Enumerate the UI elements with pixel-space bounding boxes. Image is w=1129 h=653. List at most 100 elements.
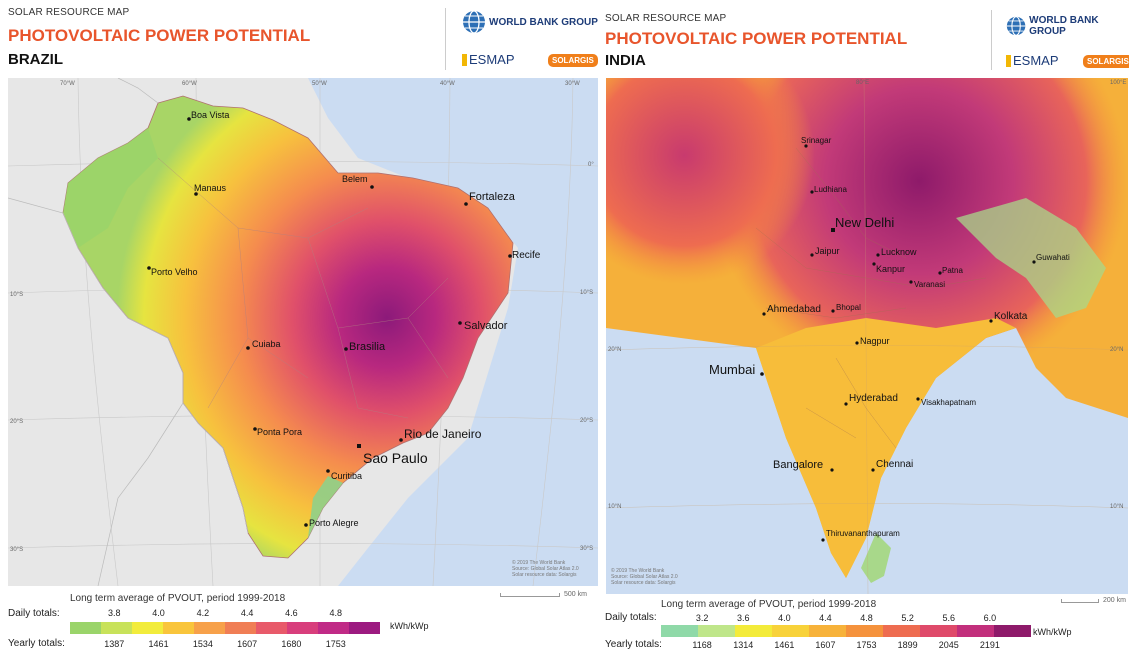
city-manaus: Manaus: [194, 183, 227, 193]
india-grid-20n-right: 20°N: [1110, 347, 1123, 353]
city-srinagar: Srinagar: [801, 136, 832, 145]
india-legend-color-9: [994, 625, 1031, 637]
city-ahmedabad: Ahmedabad: [767, 304, 821, 315]
brazil-grid-30s-left: 30°S: [10, 547, 23, 553]
india-legend-yearly-tick: 1899: [897, 640, 918, 650]
brazil-credit-2: Source: Global Solar Atlas 2.0: [512, 566, 579, 572]
globe-icon: [1006, 16, 1026, 36]
city-ludhiana: Ludhiana: [814, 185, 847, 194]
brazil-grid-30s-right: 30°S: [580, 546, 593, 552]
india-legend-daily-tick: 4.8: [860, 613, 873, 623]
brazil-legend-yearly-tick: 1534: [192, 639, 213, 649]
city-porto-velho: Porto Velho: [151, 267, 198, 277]
brazil-legend-color-3: [163, 622, 194, 634]
brazil-legend-color-8: [318, 622, 349, 634]
india-scale-bar: 200 km: [1061, 597, 1126, 604]
brazil-legend-color-4: [194, 622, 225, 634]
brazil-legend-daily-label: Daily totals:: [8, 608, 60, 619]
india-legend-color-0: [661, 625, 698, 637]
brazil-map: 70°W 60°W 50°W 40°W 30°W 10°S 20°S 30°S …: [8, 78, 598, 586]
brazil-legend-yearly-tick: 1461: [148, 639, 169, 649]
india-scale-text: 200 km: [1103, 597, 1126, 604]
brazil-worldbank-text: WORLD BANK GROUP: [489, 16, 598, 28]
india-worldbank-text: WORLD BANK GROUP: [1029, 15, 1099, 37]
brazil-scale-text: 500 km: [564, 591, 587, 598]
brazil-coastal-low-zone: [308, 476, 343, 538]
india-grid-10n-right: 10°N: [1110, 504, 1123, 510]
brazil-grid-10s-left: 10°S: [10, 292, 23, 298]
globe-icon: [463, 10, 485, 34]
brazil-legend-daily-tick: 3.8: [108, 608, 121, 618]
india-credit-2: Source: Global Solar Atlas 2.0: [611, 574, 678, 580]
brazil-legend-yearly-tick: 1607: [237, 639, 258, 649]
brazil-grid-60w: 60°W: [182, 81, 197, 87]
india-legend-daily-tick: 4.4: [819, 613, 832, 623]
brazil-state-borders: [157, 157, 449, 419]
india-legend-yearly-tick: 1461: [774, 640, 795, 650]
india-legend-yearly-tick: 1753: [856, 640, 877, 650]
brazil-legend-color-2: [132, 622, 163, 634]
city-nagpur: Nagpur: [860, 336, 890, 346]
city-belem: Belem: [342, 174, 368, 184]
brazil-grid-30w: 30°W: [565, 81, 580, 87]
india-grid-80e: 80°E: [856, 80, 869, 86]
india-legend-color-5: [846, 625, 883, 637]
india-solargis-logo: SOLARGIS: [1083, 55, 1129, 68]
brazil-legend-colorbar: [70, 622, 380, 634]
india-header-country: INDIA: [605, 52, 646, 69]
city-thiruvananthapuram: Thiruvananthapuram: [826, 529, 900, 538]
city-new-delhi: New Delhi: [835, 215, 894, 230]
brazil-legend-yearly-tick: 1387: [104, 639, 125, 649]
india-map: 80°E 100°E 20°N 10°N 20°N 10°N Srinagar …: [606, 78, 1128, 594]
brazil-legend-yearly-tick: 1753: [325, 639, 346, 649]
india-legend-daily-tick: 5.2: [901, 613, 914, 623]
india-graticule: [606, 78, 1128, 594]
brazil-header-country: BRAZIL: [8, 51, 63, 68]
sri-lanka: [861, 533, 891, 583]
india-panel: SOLAR RESOURCE MAP PHOTOVOLTAIC POWER PO…: [603, 0, 1129, 653]
india-credit-1: © 2019 The World Bank: [611, 567, 665, 574]
india-legend-color-4: [809, 625, 846, 637]
city-visakhapatnam: Visakhapatnam: [921, 398, 976, 407]
city-bangalore: Bangalore: [773, 459, 823, 471]
india-legend-title: Long term average of PVOUT, period 1999-…: [661, 599, 877, 610]
india-credit-3: Solar resource data: Solargis: [611, 580, 676, 586]
neighbor-borders: [8, 78, 249, 586]
city-curitiba: Curitiba: [331, 471, 362, 481]
brazil-legend-color-1: [101, 622, 132, 634]
brazil-header-divider: [445, 8, 446, 70]
city-brasilia: Brasilia: [349, 341, 386, 353]
city-sao-paulo: Sao Paulo: [363, 450, 428, 466]
india-grid-100e: 100°E: [1110, 80, 1126, 86]
brazil-legend-color-9: [349, 622, 380, 634]
city-guwahati: Guwahati: [1036, 253, 1070, 262]
india-legend-yearly-tick: 1607: [815, 640, 836, 650]
brazil-legend-color-7: [287, 622, 318, 634]
india-grid-10n-left: 10°N: [608, 504, 621, 510]
india-legend-yearly-tick: 2045: [938, 640, 959, 650]
brazil-legend-daily-tick: 4.8: [329, 608, 342, 618]
india-legend-color-7: [920, 625, 957, 637]
city-bhopal: Bhopal: [836, 303, 861, 312]
brazil-legend-daily-tick: 4.4: [240, 608, 254, 618]
indian-ocean: [606, 328, 1128, 594]
city-patna: Patna: [942, 266, 963, 275]
brazil-header-small: SOLAR RESOURCE MAP: [8, 7, 130, 18]
brazil-grid-10s-right: 10°S: [580, 290, 593, 296]
brazil-grid-50w: 50°W: [312, 81, 327, 87]
india-state-borders: [755, 147, 987, 449]
india-legend-yearly-tick: 1168: [692, 640, 712, 650]
india-worldbank-logo: WORLD BANK GROUP: [1006, 15, 1129, 37]
india-legend-daily-tick: 5.6: [942, 613, 956, 623]
city-fortaleza: Fortaleza: [469, 191, 516, 203]
india-legend: Long term average of PVOUT, period 1999-…: [603, 596, 1129, 653]
brazil-header-title: PHOTOVOLTAIC POWER POTENTIAL: [8, 26, 311, 45]
city-chennai: Chennai: [876, 459, 913, 470]
brazil-amazon-low-zone: [63, 128, 158, 248]
brazil-legend-daily-tick: 4.2: [196, 608, 210, 618]
city-hyderabad: Hyderabad: [849, 393, 898, 404]
india-legend-color-8: [957, 625, 994, 637]
india-legend-daily-tick: 3.6: [736, 613, 750, 623]
city-varanasi: Varanasi: [914, 280, 945, 289]
brazil-credit-1: © 2019 The World Bank: [512, 559, 566, 566]
